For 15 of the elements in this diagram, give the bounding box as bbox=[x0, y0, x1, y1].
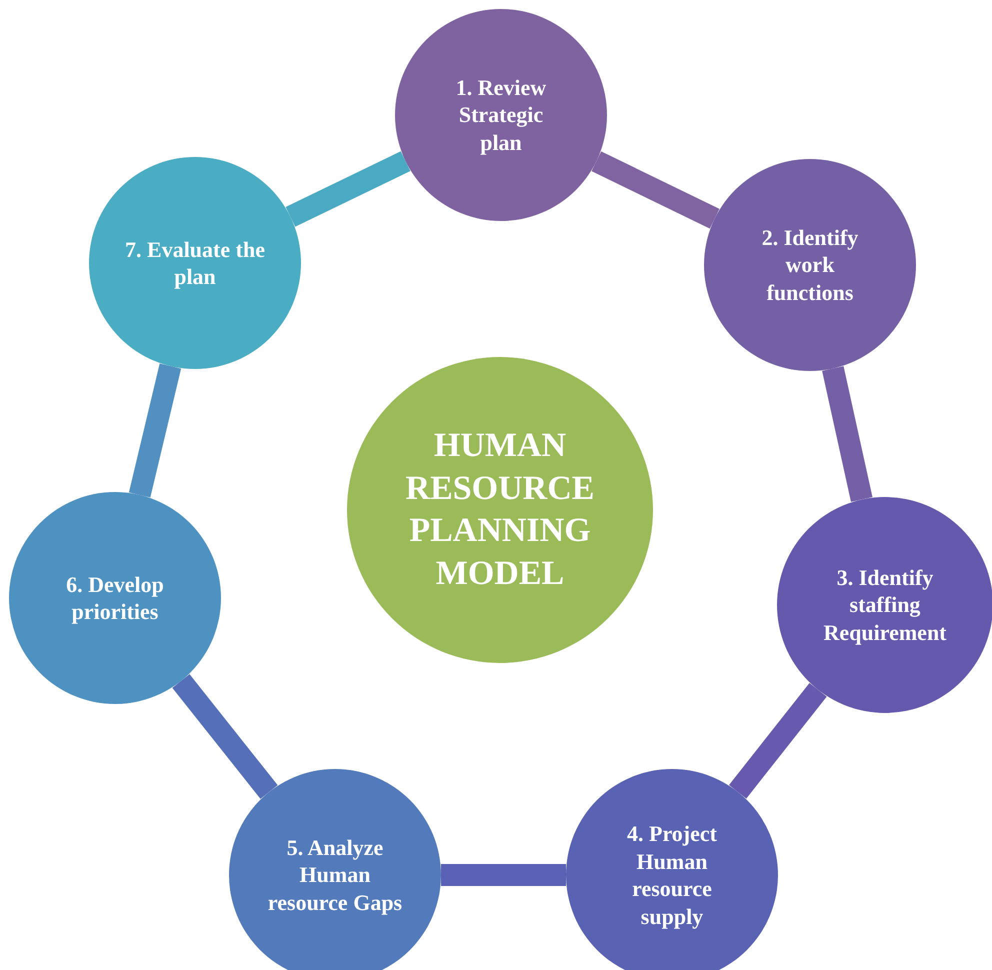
connector-band bbox=[592, 151, 720, 229]
step-label: 7. Evaluate the plan bbox=[124, 236, 266, 290]
center-title: HUMAN RESOURCE PLANNING MODEL bbox=[404, 426, 596, 594]
connector-band bbox=[128, 364, 182, 498]
step-label: 4. Project Human resource supply bbox=[626, 820, 718, 930]
connector-band bbox=[729, 682, 827, 799]
connector-band bbox=[822, 366, 872, 502]
step-label: 3. Identify staffing Requirement bbox=[822, 564, 948, 646]
step-label: 6. Develop priorities bbox=[65, 570, 165, 626]
connector-band bbox=[441, 864, 566, 886]
step-label: 2. Identify work functions bbox=[760, 224, 860, 306]
step-label: 5. Analyze Human resource Gaps bbox=[266, 834, 404, 916]
connector-band bbox=[286, 151, 410, 227]
connector-band bbox=[172, 674, 278, 799]
step-label: 1. Review Strategic plan bbox=[454, 74, 548, 156]
